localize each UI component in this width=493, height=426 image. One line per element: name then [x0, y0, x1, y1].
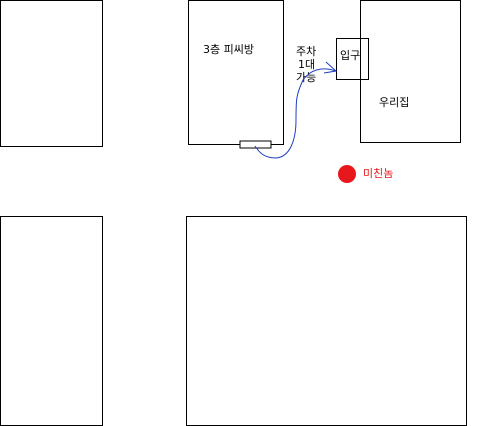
entrance-box: [336, 38, 369, 80]
building-our-house: [360, 0, 461, 143]
building-top-left: [0, 0, 103, 147]
parking-slot: [239, 140, 272, 149]
pc-bang-label: 3층 피씨방: [203, 43, 254, 56]
parking-note-line-2: 1대: [298, 58, 316, 71]
route-arrowhead: [323, 61, 338, 74]
building-bottom-right: [186, 216, 467, 426]
building-pc-bang: [188, 0, 284, 145]
entrance-label: 입구: [340, 49, 361, 62]
our-house-label: 우리집: [379, 96, 410, 109]
parking-note-line-1: 주차: [296, 45, 317, 58]
parking-note-line-3: 가능: [296, 71, 317, 84]
marker-dot: [338, 165, 356, 183]
building-bottom-left: [0, 216, 103, 426]
marker-label: 미친놈: [363, 167, 394, 180]
route-line: [254, 68, 337, 159]
